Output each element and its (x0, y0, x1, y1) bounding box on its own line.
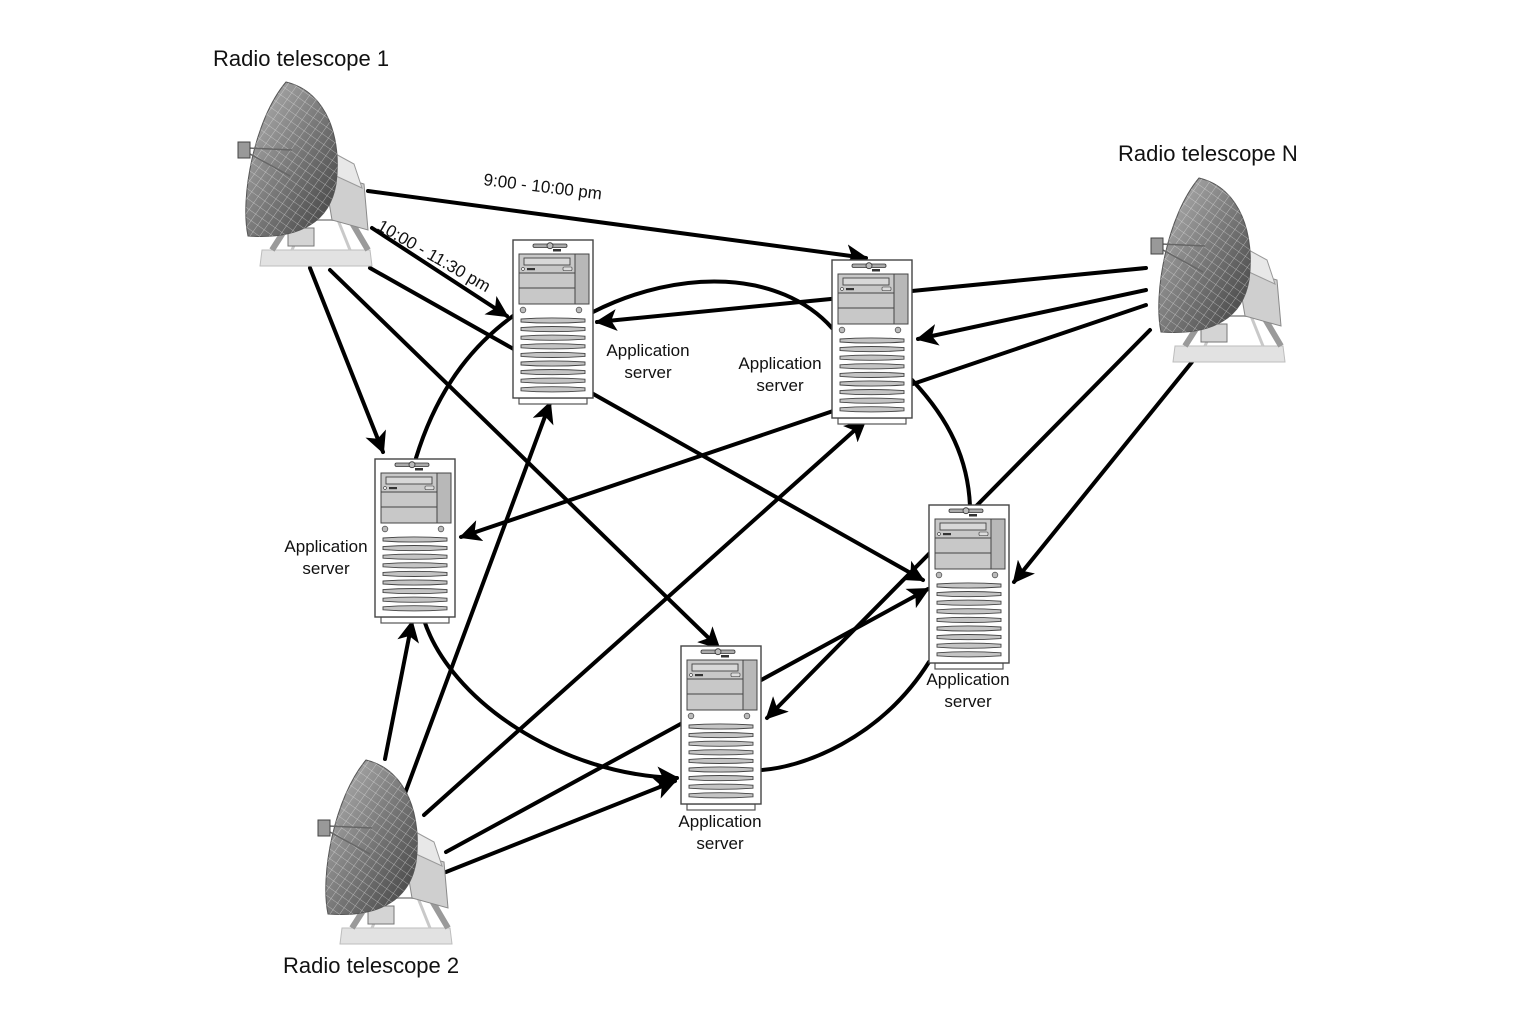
server-1-label-line1: Application (606, 341, 689, 360)
ring-arc (422, 618, 680, 789)
server-icon-s1[interactable] (512, 239, 594, 405)
data-link-t2-to-s2 (422, 419, 867, 817)
data-links (308, 189, 1194, 874)
ring-arc (759, 660, 931, 772)
server-4-label-line1: Application (926, 670, 1009, 689)
radio-telescope-icon-tN[interactable] (1150, 177, 1286, 363)
telescope-n-title: Radio telescope N (1118, 141, 1298, 166)
data-link-tN-to-s3 (458, 303, 1148, 542)
server-4-label-line2: server (944, 692, 992, 711)
data-link-tN-to-s4 (1012, 360, 1194, 584)
server-ring (414, 279, 972, 789)
telescope-1-title: Radio telescope 1 (213, 46, 389, 71)
nodes (237, 81, 1286, 945)
data-link-t2-to-s5 (444, 778, 678, 874)
server-icon-s4[interactable] (928, 504, 1010, 670)
ring-arc (591, 279, 834, 330)
server-1-label-line2: server (624, 363, 672, 382)
data-link-t1-to-s2 (366, 189, 869, 267)
data-link-t1-to-s5 (328, 268, 721, 650)
data-link-t2-to-s1 (402, 400, 554, 798)
link-label-10pm: 10:00 - 11:30 pm (374, 216, 494, 296)
server-icon-s2[interactable] (831, 259, 913, 425)
data-link-t1-to-s3 (308, 266, 386, 455)
data-link-t1-to-s1 (370, 226, 509, 318)
ring-arc (910, 378, 972, 508)
telescope-2-title: Radio telescope 2 (283, 953, 459, 978)
server-icon-s5[interactable] (680, 645, 762, 811)
link-label-9pm: 9:00 - 10:00 pm (483, 170, 604, 203)
data-link-tN-to-s2 (915, 288, 1148, 346)
radio-telescope-icon-t2[interactable] (317, 759, 453, 945)
data-link-t1-to-s4 (368, 266, 925, 582)
server-5-label-line1: Application (678, 812, 761, 831)
server-icon-s3[interactable] (374, 458, 456, 624)
ring-arc (414, 314, 515, 460)
server-3-label-line1: Application (284, 537, 367, 556)
server-2-label-line2: server (756, 376, 804, 395)
server-3-label-line2: server (302, 559, 350, 578)
radio-telescope-icon-t1[interactable] (237, 81, 373, 267)
data-link-t2-to-s3 (383, 619, 419, 761)
server-5-label-line2: server (696, 834, 744, 853)
server-2-label-line1: Application (738, 354, 821, 373)
